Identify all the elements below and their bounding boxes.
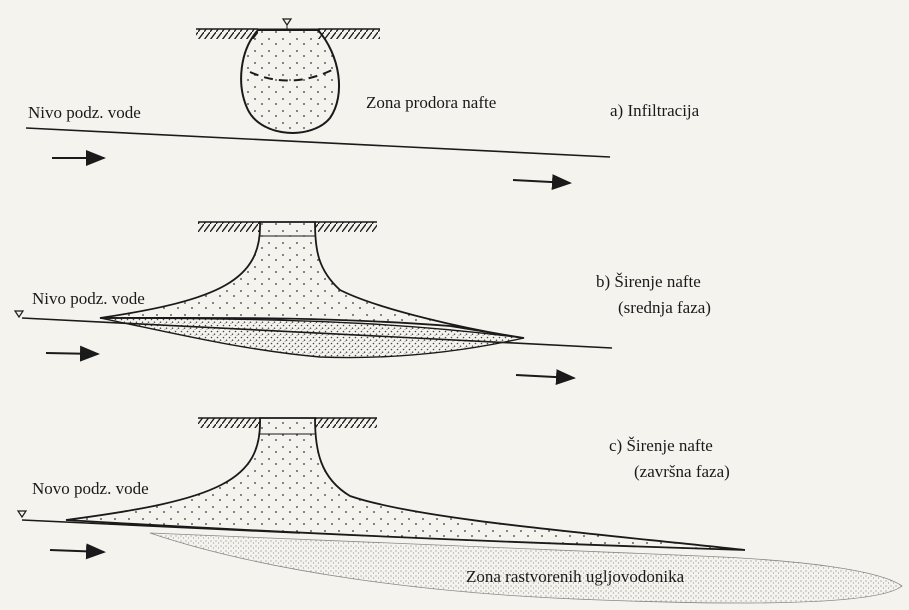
water-table-line (26, 128, 610, 157)
panel-b-caption-line1: b) Širenje nafte (596, 272, 701, 292)
oil-lens-dense (100, 318, 524, 358)
panel-a (26, 19, 610, 183)
panel-c (18, 418, 902, 603)
panel-c-caption-line2: (završna faza) (634, 462, 730, 482)
ground-surface-hatch-icon (315, 222, 377, 232)
panel-b-water-table-label: Nivo podz. vode (32, 289, 145, 309)
panel-c-caption-line1: c) Širenje nafte (609, 436, 713, 456)
flow-arrow-icon (50, 550, 104, 552)
water-table-marker-icon (15, 311, 23, 317)
water-table-marker-icon (18, 511, 26, 517)
panel-c-water-table-label: Novo podz. vode (32, 479, 149, 499)
flow-arrow-icon (516, 375, 574, 378)
ground-surface-hatch-icon (198, 222, 260, 232)
ground-surface-hatch-icon (198, 418, 260, 428)
flow-arrow-icon (513, 180, 570, 183)
panel-a-water-table-label: Nivo podz. vode (28, 103, 141, 123)
ground-surface-hatch-icon (315, 418, 377, 428)
panel-b-caption-line2: (srednja faza) (618, 298, 711, 318)
flow-arrow-icon (46, 353, 98, 354)
panel-a-zone-label: Zona prodora nafte (366, 93, 496, 113)
ground-surface-hatch-icon (196, 29, 258, 39)
ground-surface-hatch-icon (318, 29, 380, 39)
panel-a-caption: a) Infiltracija (610, 101, 699, 121)
water-table-marker-icon (283, 19, 291, 29)
panel-c-dissolved-zone-label: Zona rastvorenih ugljovodonika (466, 567, 684, 587)
oil-infiltration-zone (241, 30, 339, 133)
